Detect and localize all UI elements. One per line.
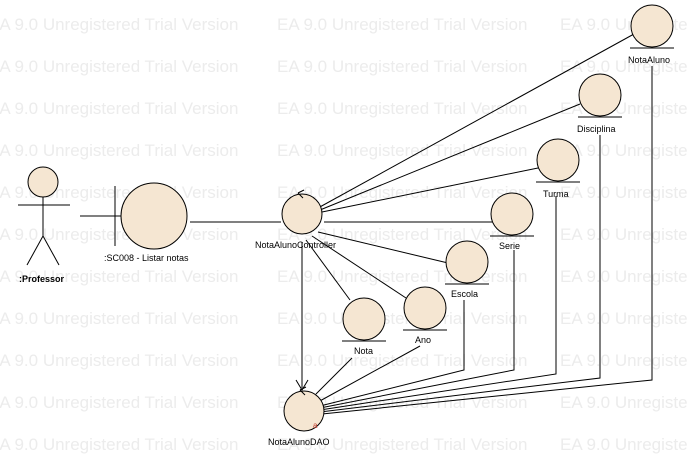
boundary-label: :SC008 - Listar notas — [104, 253, 189, 263]
watermark-text: EA 9.0 Unregistered Trial Version — [277, 15, 527, 34]
connector-dao-escola[interactable] — [319, 300, 465, 407]
actor-head — [27, 166, 59, 198]
connector-dao-notaaluno[interactable] — [321, 66, 653, 415]
connector-controller-disciplina[interactable] — [319, 103, 581, 211]
connector-dao-disciplina[interactable] — [319, 135, 601, 413]
watermark-text: EA 9.0 Unregistered Trial Version — [0, 435, 238, 454]
actor-professor[interactable]: :Professor — [18, 166, 70, 284]
dao-marker: a — [313, 421, 318, 430]
watermark-text: EA 9.0 Unregistered Trial Version — [560, 57, 687, 76]
actor-label: :Professor — [19, 274, 65, 284]
entity-serie[interactable]: Serie — [490, 192, 534, 251]
watermark-text: EA 9.0 Unregistered Trial Version — [0, 15, 238, 34]
controller-label: NotaAlunoController — [255, 240, 336, 250]
watermark-text: EA 9.0 Unregistered Trial Version — [277, 99, 527, 118]
watermark-text: EA 9.0 Unregistered Trial Version — [560, 351, 687, 370]
watermark-text: EA 9.0 Unregistered Trial Version — [277, 183, 527, 202]
controller-notaalunodao[interactable]: a NotaAlunoDAO — [268, 386, 330, 447]
entity-notaaluno[interactable]: NotaAluno — [628, 4, 674, 65]
entity-label: Disciplina — [577, 124, 616, 134]
watermark-text: EA 9.0 Unregistered Trial Version — [0, 351, 238, 370]
connector-dao-turma[interactable] — [319, 196, 557, 411]
watermark-text: EA 9.0 Unregistered Trial Version — [277, 57, 527, 76]
entity-turma[interactable]: Turma — [536, 138, 580, 199]
dao-arrow-icon — [299, 386, 307, 396]
dao-label: NotaAlunoDAO — [268, 437, 330, 447]
boundary-sc008[interactable]: :SC008 - Listar notas — [104, 182, 189, 263]
connector-controller-ano[interactable] — [311, 235, 407, 299]
watermark-text: EA 9.0 Unregistered Trial Version — [277, 141, 527, 160]
entity-label: NotaAluno — [628, 55, 670, 65]
dao-circle — [283, 390, 325, 432]
watermark-text: EA 9.0 Unregistered Trial Version — [560, 435, 687, 454]
watermark-text: EA 9.0 Unregistered Trial Version — [0, 309, 238, 328]
watermark-text: EA 9.0 Unregistered Trial Version — [0, 267, 238, 286]
entity-ano[interactable]: Ano — [403, 286, 447, 345]
connectors — [80, 33, 653, 415]
connector-controller-turma[interactable] — [321, 167, 539, 213]
connector-dao-nota[interactable] — [315, 357, 353, 395]
watermark-text: EA 9.0 Unregistered Trial Version — [560, 225, 687, 244]
watermark-text: EA 9.0 Unregistered Trial Version — [0, 57, 238, 76]
watermark-text: EA 9.0 Unregistered Trial Version — [560, 267, 687, 286]
entity-disciplina[interactable]: Disciplina — [577, 73, 622, 134]
controller-arrow-icon — [297, 189, 305, 199]
entity-escola[interactable]: Escola — [445, 240, 489, 299]
watermark-text: EA 9.0 Unregistered Trial Version — [560, 141, 687, 160]
watermark-text: EA 9.0 Unregistered Trial Version — [0, 99, 238, 118]
entity-label: Ano — [415, 335, 431, 345]
entity-label: Turma — [543, 189, 569, 199]
watermark-text: EA 9.0 Unregistered Trial Version — [277, 267, 527, 286]
entity-label: Nota — [354, 346, 373, 356]
watermark-text: EA 9.0 Unregistered Trial Version — [0, 225, 238, 244]
entity-nota[interactable]: Nota — [342, 297, 386, 356]
watermark-text: EA 9.0 Unregistered Trial Version — [277, 309, 527, 328]
watermark-text: EA 9.0 Unregistered Trial Version — [277, 225, 527, 244]
connector-controller-nota[interactable] — [305, 239, 351, 301]
controller-circle — [281, 193, 323, 235]
boundary-circle — [120, 182, 188, 250]
watermark-text: EA 9.0 Unregistered Trial Version — [560, 183, 687, 202]
entity-label: Serie — [499, 241, 520, 251]
watermark-text: EA 9.0 Unregistered Trial Version — [0, 141, 238, 160]
connector-controller-escola[interactable] — [317, 231, 449, 264]
connector-dao-serie[interactable] — [319, 250, 515, 409]
controller-notaalunocontroller[interactable]: NotaAlunoController — [255, 189, 336, 250]
watermark-text: EA 9.0 Unregistered Trial Version — [277, 435, 527, 454]
connector-dao-ano[interactable] — [317, 345, 421, 403]
entity-label: Escola — [451, 289, 478, 299]
connector-controller-notaaluno[interactable] — [317, 33, 635, 209]
watermark-text: EA 9.0 Unregistered Trial Version — [560, 99, 687, 118]
watermark-text: EA 9.0 Unregistered Trial Version — [560, 309, 687, 328]
dao-arrowhead — [295, 379, 309, 391]
watermark-text: EA 9.0 Unregistered Trial Version — [0, 393, 238, 412]
watermark-text: EA 9.0 Unregistered Trial Version — [277, 351, 527, 370]
watermark-text: EA 9.0 Unregistered Trial Version — [560, 393, 687, 412]
